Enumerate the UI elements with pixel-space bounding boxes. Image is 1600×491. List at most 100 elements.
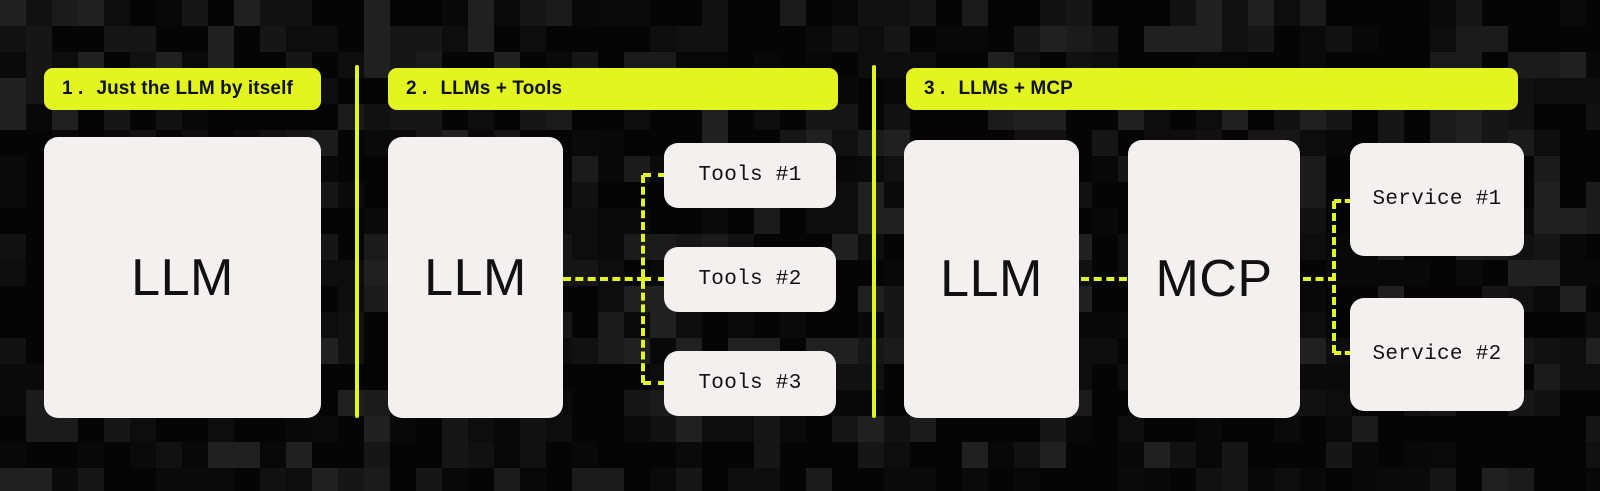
mosaic-tile <box>0 338 26 364</box>
node-label: LLM <box>131 248 234 307</box>
mosaic-tile <box>572 260 598 286</box>
mosaic-tile <box>1534 442 1560 468</box>
connector-bus-to-tools-3 <box>643 381 666 385</box>
node-label: LLM <box>940 250 1043 308</box>
connector-bus-to-service-1 <box>1334 199 1352 203</box>
mosaic-tile <box>364 390 390 416</box>
mosaic-tile <box>364 416 390 442</box>
mosaic-tile <box>1170 0 1196 26</box>
mosaic-tile <box>1404 442 1430 468</box>
mosaic-tile <box>1118 468 1144 491</box>
mosaic-tile <box>676 416 702 442</box>
mosaic-tile <box>936 26 988 52</box>
mosaic-tile <box>494 0 520 26</box>
mosaic-tile <box>598 130 624 182</box>
mosaic-tile <box>1014 442 1040 468</box>
mosaic-tile <box>78 0 104 26</box>
mosaic-tile <box>832 182 858 208</box>
mosaic-tile <box>1040 26 1066 52</box>
mosaic-tile <box>286 0 312 26</box>
mosaic-tile <box>338 182 364 208</box>
mosaic-tile <box>624 416 650 442</box>
mosaic-tile <box>1326 130 1352 156</box>
mosaic-tile <box>494 468 520 491</box>
mosaic-tile <box>624 234 650 260</box>
mosaic-tile <box>442 26 468 52</box>
mosaic-tile <box>260 468 286 491</box>
mosaic-tile <box>364 208 390 234</box>
mosaic-tile <box>1222 0 1248 52</box>
mosaic-tile <box>1040 442 1066 468</box>
mosaic-tile <box>1196 416 1222 442</box>
mosaic-tile <box>1560 104 1586 130</box>
mosaic-tile <box>0 208 26 234</box>
mosaic-tile <box>728 468 754 491</box>
mosaic-tile <box>988 416 1014 442</box>
mosaic-tile <box>858 442 884 468</box>
node-label: LLM <box>424 248 527 307</box>
mosaic-tile <box>0 468 52 491</box>
mosaic-tile <box>1586 130 1600 156</box>
mosaic-tile <box>754 416 780 442</box>
mosaic-tile <box>338 130 364 156</box>
section-number: 2 . <box>406 78 428 99</box>
mosaic-tile <box>858 0 910 26</box>
mosaic-tile <box>1300 208 1326 234</box>
mosaic-tile <box>858 338 884 364</box>
mosaic-tile <box>598 0 650 26</box>
mosaic-tile <box>364 104 390 130</box>
mosaic-tile <box>572 468 624 491</box>
mosaic-tile <box>806 26 832 52</box>
mosaic-tile <box>1222 442 1248 468</box>
mosaic-tile <box>468 0 494 52</box>
mosaic-tile <box>1196 468 1222 491</box>
mosaic-tile <box>1560 130 1586 182</box>
mosaic-tile <box>182 0 208 26</box>
connector-llm2-to-bus <box>563 277 645 281</box>
mosaic-tile <box>572 234 598 260</box>
mosaic-tile <box>572 442 598 468</box>
mosaic-tile <box>0 78 26 104</box>
section-header-1: 1 .Just the LLM by itself <box>44 68 321 110</box>
mosaic-tile <box>260 442 286 468</box>
mosaic-tile <box>286 26 338 52</box>
column-divider <box>872 65 876 418</box>
node-label: Service #2 <box>1372 343 1502 366</box>
node-label: MCP <box>1155 250 1273 308</box>
mosaic-tile <box>1248 468 1274 491</box>
mosaic-tile <box>1378 468 1404 491</box>
mosaic-tile <box>1300 234 1326 260</box>
mosaic-tile <box>156 416 208 442</box>
mosaic-tile <box>676 442 702 468</box>
mosaic-tile <box>858 234 884 260</box>
mosaic-tile <box>1456 26 1482 52</box>
node-service-2: Service #2 <box>1350 298 1524 411</box>
mosaic-tile <box>1430 0 1456 26</box>
mosaic-tile <box>234 442 260 468</box>
mosaic-tile <box>1508 468 1534 491</box>
mosaic-tile <box>1300 130 1326 156</box>
mosaic-tile <box>624 286 650 312</box>
mosaic-tile <box>832 130 858 156</box>
mosaic-tile <box>624 156 650 182</box>
mosaic-tile <box>520 26 546 52</box>
mosaic-tile <box>572 156 598 182</box>
mosaic-tile <box>624 338 650 364</box>
mosaic-tile <box>104 416 130 442</box>
mosaic-tile <box>884 442 910 468</box>
mosaic-tile <box>1196 442 1222 468</box>
mosaic-tile <box>1560 234 1586 260</box>
mosaic-tile <box>832 234 858 260</box>
mosaic-tile <box>832 26 858 52</box>
section-title: LLMs + MCP <box>958 78 1073 99</box>
mosaic-tile <box>1560 260 1586 286</box>
mosaic-tile <box>52 416 78 442</box>
mosaic-tile <box>52 0 78 26</box>
mosaic-tile <box>1586 156 1600 182</box>
mosaic-tile <box>338 312 364 364</box>
mosaic-tile <box>1066 26 1092 52</box>
mosaic-tile <box>364 52 390 78</box>
mosaic-tile <box>1430 468 1456 491</box>
node-service-1: Service #1 <box>1350 143 1524 256</box>
column-divider <box>355 65 359 418</box>
